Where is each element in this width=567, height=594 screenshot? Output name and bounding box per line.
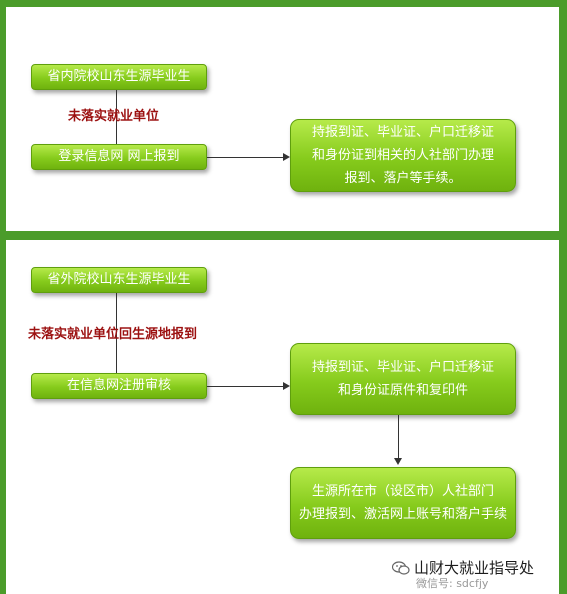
start-node-out-province: 省外院校山东生源毕业生 [31, 267, 207, 293]
result-line: 持报到证、毕业证、户口迁移证 [311, 360, 494, 375]
connector-line [398, 415, 399, 458]
final-line: 办理报到、激活网上账号和落户手续 [298, 507, 507, 522]
step-node-label: 登录信息网 网上报到 [58, 149, 180, 164]
result-line: 报到、落户等手续。 [344, 171, 462, 186]
start-node-label: 省外院校山东生源毕业生 [47, 272, 191, 287]
connector-line [116, 90, 117, 151]
result-line: 和身份证原件和复印件 [337, 383, 468, 398]
condition-label: 未落实就业单位回生源地报到 [28, 327, 198, 342]
final-node-out-province: 生源所在市（设区市）人社部门 办理报到、激活网上账号和落户手续 [290, 467, 516, 539]
arrow-right-icon [283, 382, 290, 390]
result-node-in-province: 持报到证、毕业证、户口迁移证 和身份证到相关的人社部门办理 报到、落户等手续。 [290, 119, 516, 192]
start-node-label: 省内院校山东生源毕业生 [47, 69, 191, 84]
step-node-online-report: 登录信息网 网上报到 [31, 144, 207, 170]
start-node-in-province: 省内院校山东生源毕业生 [31, 64, 207, 90]
wechat-icon [392, 560, 410, 575]
connector-line [207, 386, 283, 387]
result-line: 持报到证、毕业证、户口迁移证 [311, 125, 494, 140]
watermark-subtitle: 微信号: sdcfjy [416, 577, 489, 590]
flow-panel-out-province: 省外院校山东生源毕业生 未落实就业单位回生源地报到 在信息网注册审核 持报到证、… [6, 240, 559, 594]
flow-panel-in-province: 省内院校山东生源毕业生 未落实就业单位 登录信息网 网上报到 持报到证、毕业证、… [6, 7, 559, 231]
arrow-down-icon [394, 458, 402, 465]
result-line: 和身份证到相关的人社部门办理 [311, 148, 494, 163]
result-node-out-province: 持报到证、毕业证、户口迁移证 和身份证原件和复印件 [290, 343, 516, 415]
step-node-register: 在信息网注册审核 [31, 373, 207, 399]
watermark: 山财大就业指导处 微信号: sdcfjy [392, 557, 535, 590]
connector-line [207, 157, 283, 158]
step-node-label: 在信息网注册审核 [66, 378, 171, 393]
connector-line [116, 293, 117, 373]
watermark-title: 山财大就业指导处 [414, 559, 535, 577]
arrow-right-icon [283, 153, 290, 161]
final-line: 生源所在市（设区市）人社部门 [311, 484, 494, 499]
condition-label: 未落实就业单位 [68, 109, 160, 124]
